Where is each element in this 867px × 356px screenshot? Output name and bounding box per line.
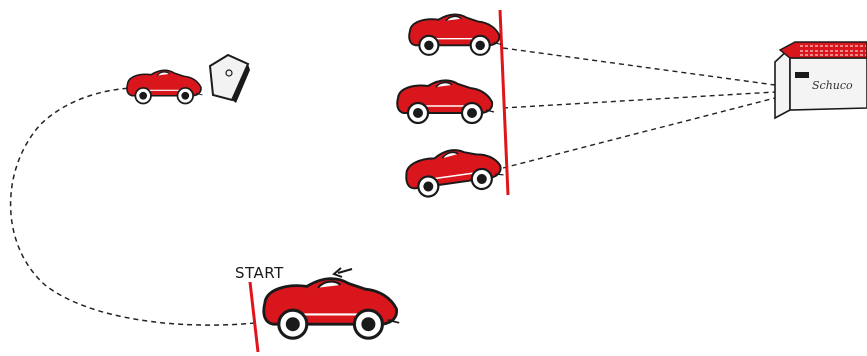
beam-line-top: [502, 47, 776, 86]
beam-line-middle: [502, 91, 776, 109]
race-car-icon: [396, 79, 496, 125]
wind-up-key-icon: [208, 53, 250, 103]
start-line: [248, 281, 260, 353]
race-car-icon: [262, 276, 401, 340]
finish-line: [498, 9, 510, 196]
race-car-icon: [126, 69, 204, 105]
direction-arrow-icon: [332, 267, 353, 278]
race-car-icon: [402, 142, 507, 201]
track-path: [9, 87, 256, 326]
toy-box-icon: [774, 41, 867, 120]
brand-label: Schuco: [812, 79, 853, 92]
start-label: START: [235, 264, 284, 282]
beam-line-bottom: [502, 97, 776, 169]
race-car-icon: [408, 13, 503, 56]
